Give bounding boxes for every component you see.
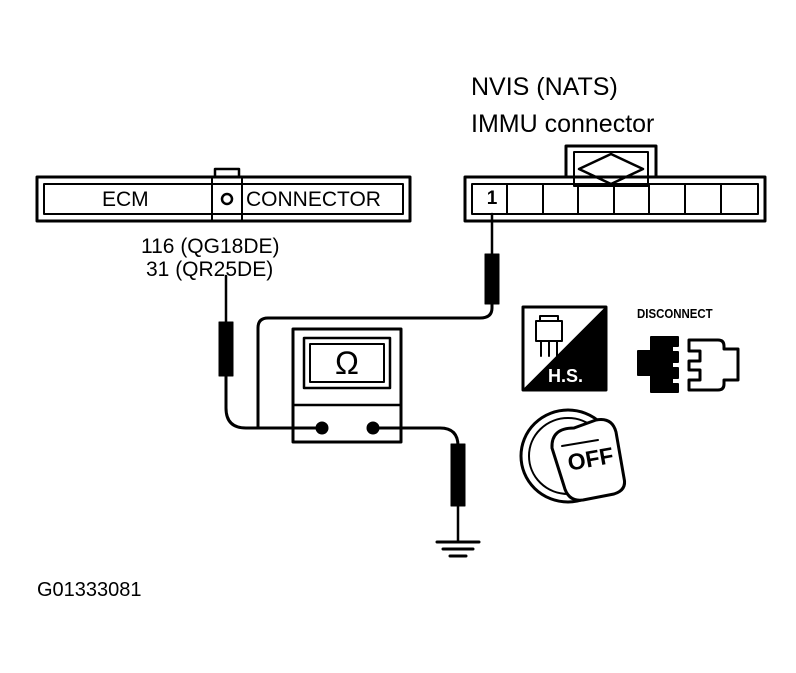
immu-connector-label: IMMU connector: [471, 110, 655, 138]
ecm-pin-qr25de: 31 (QR25DE): [146, 258, 274, 281]
immu-connector-body: [463, 144, 767, 223]
ecm-probe: [218, 274, 320, 430]
ground-probe: [371, 426, 466, 544]
immu-probe: [256, 212, 500, 430]
ecm-pin-qg18de: 116 (QG18DE): [141, 235, 280, 258]
harness-connector-icon: [521, 305, 608, 392]
nvis-title: NVIS (NATS): [471, 73, 618, 101]
ecm-label: ECM: [102, 188, 149, 211]
ohmmeter: [291, 327, 403, 444]
disconnect-label: DISCONNECT: [637, 306, 713, 321]
ground-symbol: [435, 540, 481, 558]
immu-pin-number: 1: [486, 188, 498, 209]
ecm-connector-body: [35, 167, 412, 223]
ignition-key-off-icon: [519, 408, 626, 504]
connector-label: CONNECTOR: [246, 188, 381, 211]
hs-label: H.S.: [548, 366, 584, 386]
ohm-symbol: Ω: [335, 345, 359, 381]
figure-id: G01333081: [37, 579, 142, 601]
disconnect-icon: [637, 336, 740, 393]
